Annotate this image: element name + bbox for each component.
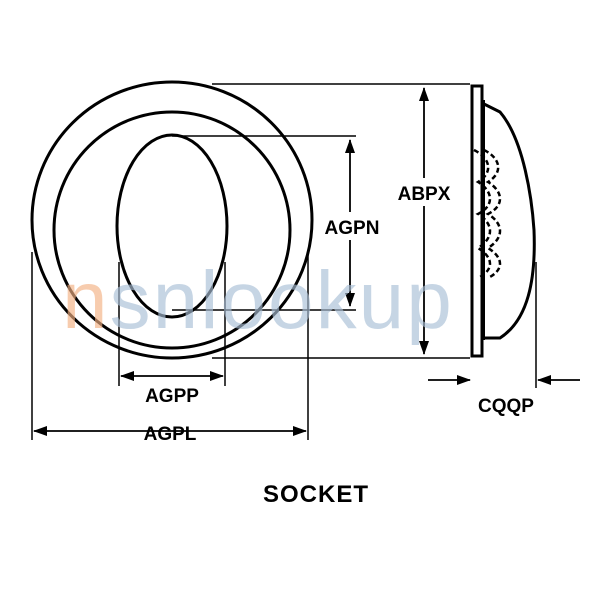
socket-caption: SOCKET — [263, 481, 369, 508]
spring-wave-right — [483, 148, 502, 280]
agpp-label: AGPP — [145, 386, 199, 407]
abpx-label-bg — [382, 178, 466, 206]
flange-plate — [470, 84, 484, 358]
front-view — [30, 80, 314, 360]
agpn-label-bg — [314, 212, 390, 240]
agpl-label: AGPL — [144, 424, 197, 445]
side-view — [470, 84, 536, 358]
abpx-label: ABPX — [398, 184, 451, 205]
watermark-text: nsnlookup — [62, 255, 454, 346]
cqqp-label: CQQP — [478, 396, 534, 417]
watermark-rest: snlookup — [110, 255, 454, 346]
convex-cap-outline — [483, 102, 536, 340]
inner-ring-outline — [52, 110, 292, 350]
spring-wave-left — [473, 148, 492, 280]
extension-lines — [31, 83, 537, 440]
oval-opening-outline — [115, 133, 229, 319]
outer-ring-outline — [30, 80, 314, 360]
watermark-lead: n — [62, 255, 110, 346]
agpn-label: AGPN — [325, 218, 380, 239]
